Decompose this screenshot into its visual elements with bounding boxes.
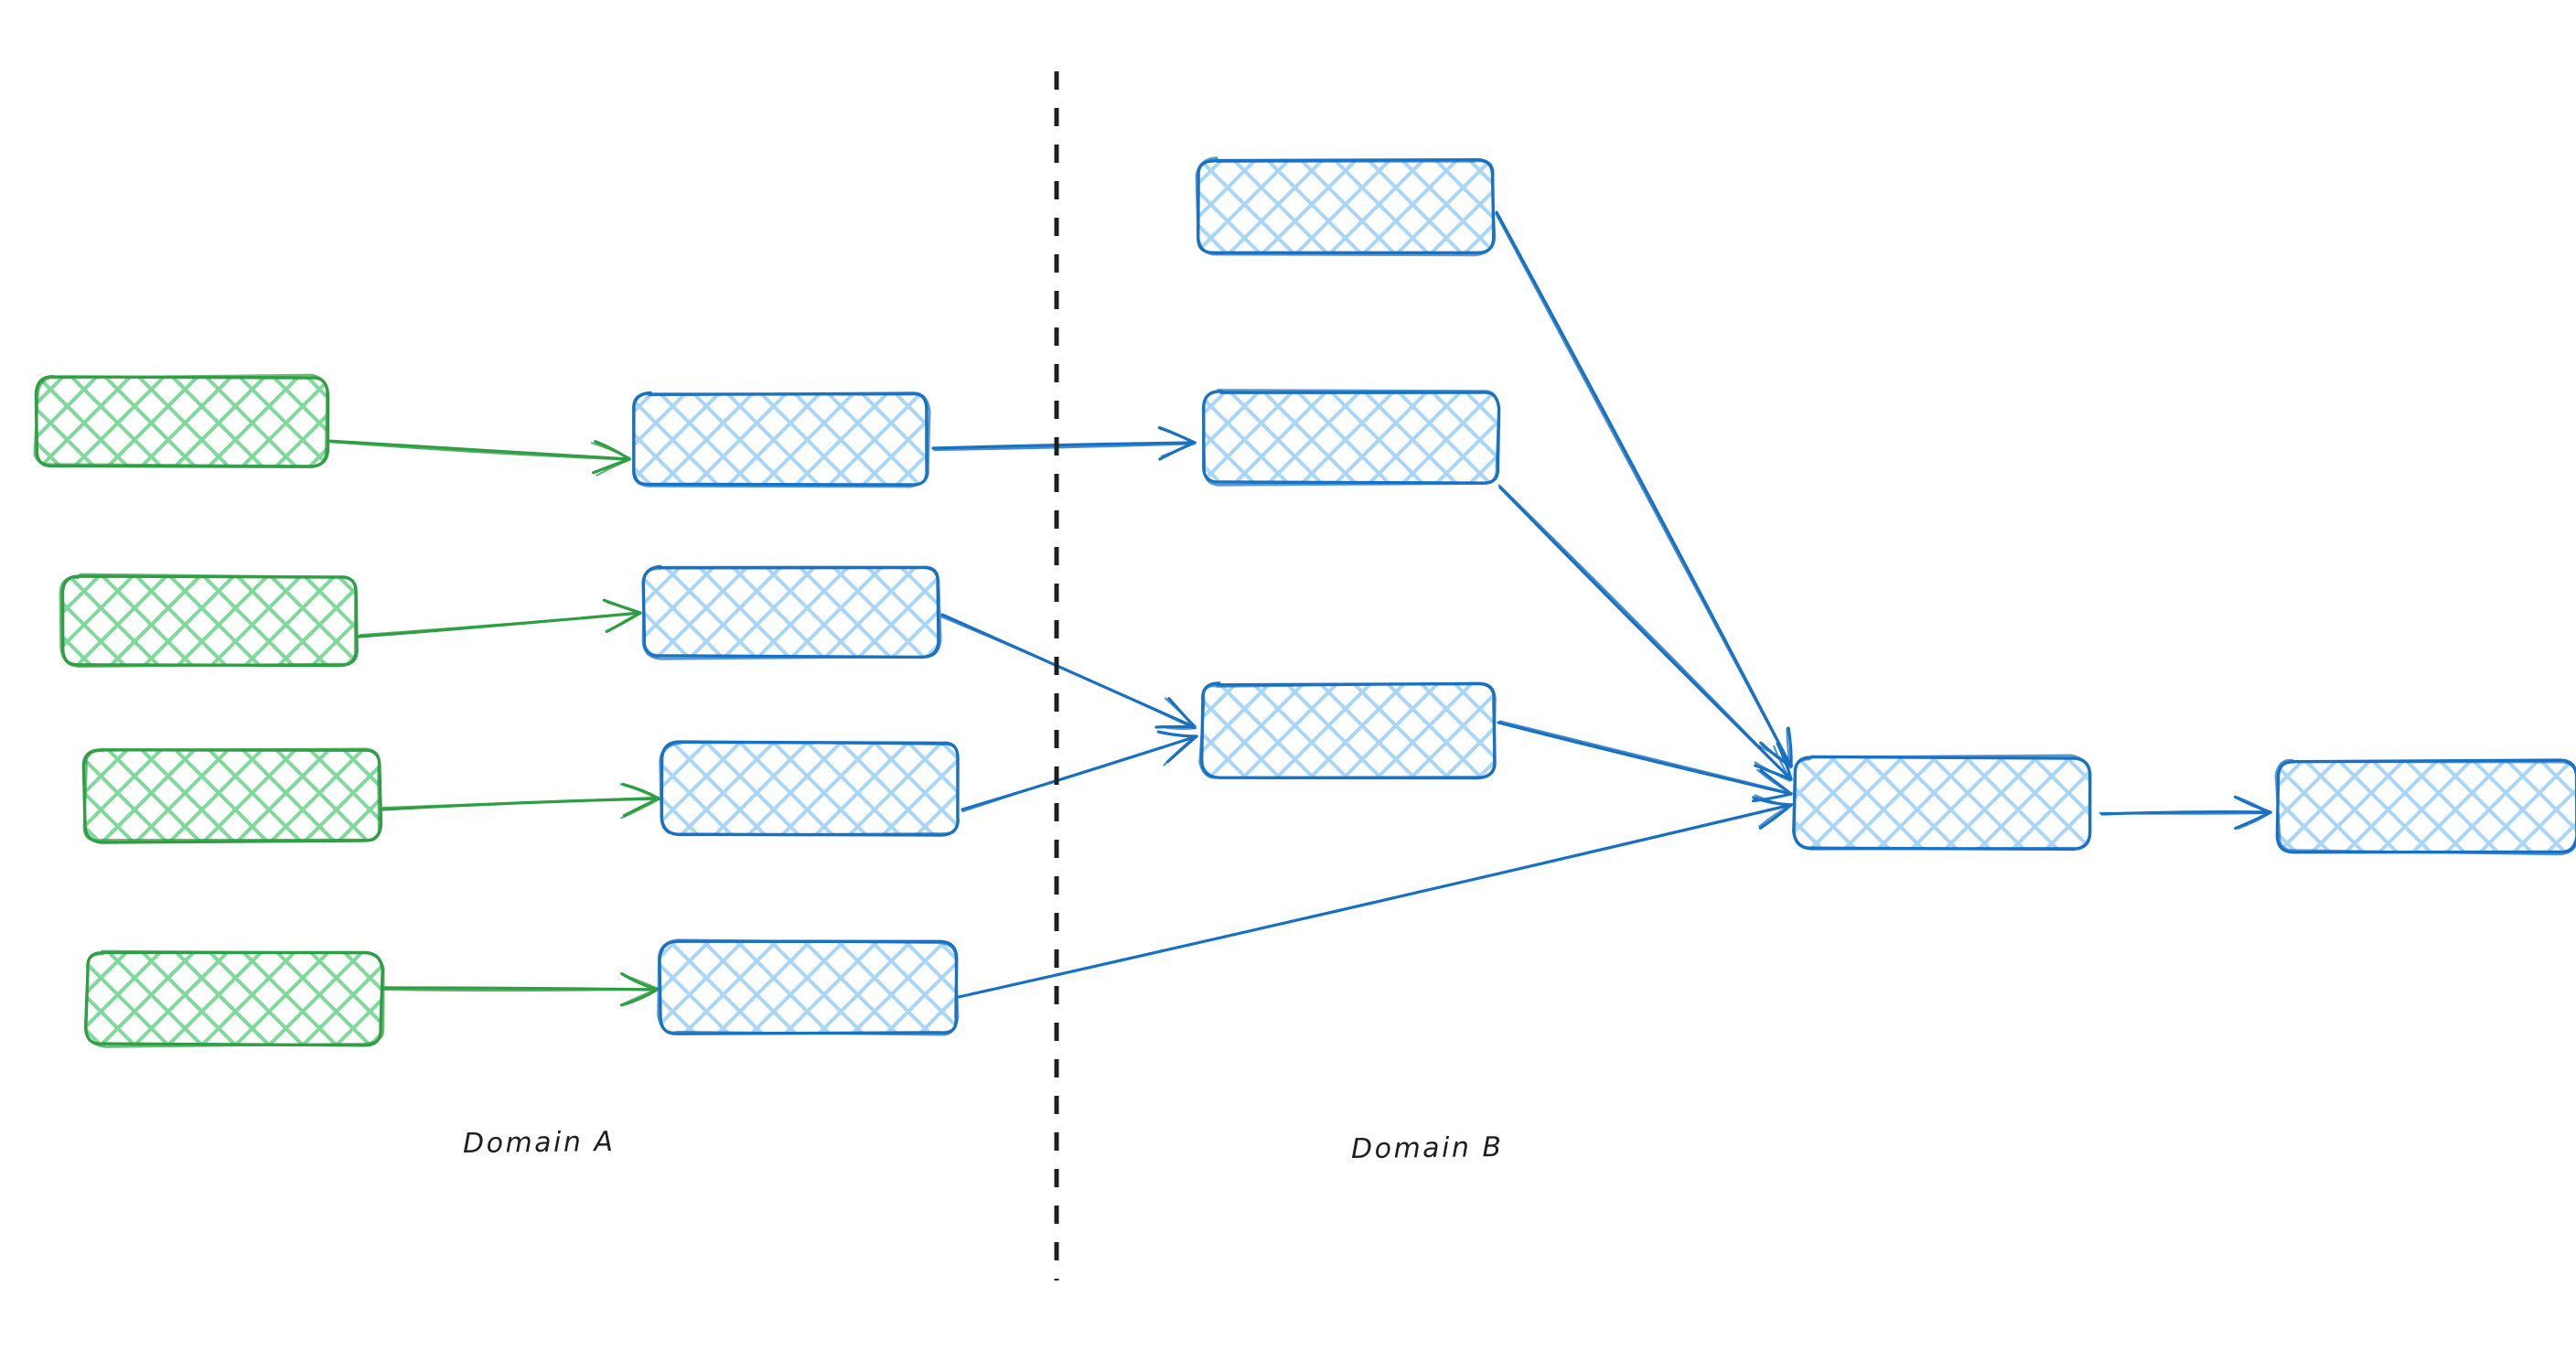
node-layer: [33, 156, 2576, 1048]
edge-shaft-echo: [940, 616, 1196, 730]
arrow-head: [1776, 742, 1793, 781]
node-outline: [641, 565, 942, 660]
arrow-head-echo: [608, 612, 641, 632]
node-outline: [2274, 758, 2576, 856]
edge-shaft: [1497, 721, 1793, 796]
arrow-head-echo: [2237, 812, 2270, 830]
arrow-head-echo: [1786, 727, 1791, 769]
edge-b1-c2: [931, 426, 1197, 461]
edge-a3-b3: [381, 782, 661, 820]
arrow-head-echo: [1163, 735, 1197, 766]
edge-a1-b1: [326, 439, 631, 477]
node-fill: [1203, 391, 1499, 484]
node-fill: [632, 392, 928, 486]
node-outline: [83, 949, 385, 1048]
node-outline: [1201, 389, 1500, 487]
node-b2[interactable]: [641, 564, 942, 660]
node-outline: [82, 747, 381, 842]
edge-c1-d1: [1495, 210, 1794, 769]
edge-shaft-echo: [359, 611, 641, 637]
edge-b2-c3: [940, 613, 1197, 730]
node-outline: [1793, 754, 2092, 851]
arrow-head-echo: [620, 798, 660, 820]
node-c1[interactable]: [1195, 156, 1497, 257]
arrow-head: [1787, 726, 1793, 768]
arrow-head-echo: [2236, 796, 2271, 814]
node-fill: [61, 576, 357, 666]
edge-shaft-echo: [933, 442, 1196, 452]
node-b3[interactable]: [659, 740, 960, 837]
node-outline: [631, 391, 931, 488]
arrow-head-echo: [622, 973, 659, 990]
edge-shaft-echo: [326, 440, 631, 461]
node-outline: [657, 938, 960, 1036]
edge-c3-d1: [1497, 720, 1793, 803]
node-c2[interactable]: [1201, 389, 1501, 487]
arrow-head-echo: [1165, 697, 1197, 727]
edge-a2-b2: [357, 598, 642, 638]
arrow-head-echo: [1159, 426, 1195, 445]
node-fill: [1201, 683, 1496, 778]
node-outline: [59, 573, 357, 668]
arrow-head-echo: [591, 442, 631, 459]
node-outline: [33, 373, 328, 467]
node-a2[interactable]: [59, 573, 359, 668]
node-fill: [661, 742, 959, 835]
arrow-head-echo: [596, 458, 630, 477]
arrow-head-echo: [1158, 725, 1197, 730]
node-fill: [36, 377, 328, 466]
arrow-head-echo: [1157, 731, 1197, 738]
node-fill: [1197, 159, 1494, 254]
edge-c2-d1: [1497, 484, 1793, 782]
edge-shaft-echo: [1498, 720, 1792, 795]
edge-layer: [326, 210, 2272, 1007]
arrow-head-echo: [620, 988, 659, 1006]
node-fill: [643, 567, 939, 658]
node-fill: [2277, 760, 2576, 853]
edge-shaft: [326, 439, 631, 461]
edge-shaft-echo: [1495, 212, 1793, 768]
edge-a4-b4: [382, 972, 660, 1007]
edge-b4-d1: [957, 794, 1794, 999]
node-fill: [86, 952, 381, 1045]
domain-b-label: Domain B: [1350, 1131, 1504, 1166]
domain-a-label: Domain A: [462, 1125, 616, 1161]
arrow-head: [2234, 810, 2272, 831]
node-a4[interactable]: [83, 949, 385, 1048]
node-e1[interactable]: [2274, 758, 2576, 856]
node-outline: [1198, 681, 1497, 779]
arrow-head-echo: [1773, 745, 1791, 780]
node-fill: [1795, 756, 2090, 850]
edge-shaft-echo: [2098, 811, 2271, 815]
edge-shaft-echo: [961, 735, 1198, 813]
node-b4[interactable]: [657, 938, 960, 1036]
node-fill: [660, 941, 958, 1034]
arrow-head-echo: [1756, 768, 1791, 794]
arrow-head: [1752, 796, 1793, 807]
node-b1[interactable]: [631, 391, 931, 488]
node-c3[interactable]: [1198, 681, 1497, 780]
edge-shaft-echo: [1497, 484, 1792, 780]
node-a3[interactable]: [81, 747, 383, 844]
arrow-head-echo: [1754, 761, 1791, 782]
edge-b3-c3: [961, 730, 1198, 813]
edge-shaft: [931, 441, 1197, 450]
node-d1[interactable]: [1792, 754, 2092, 851]
edge-shaft-echo: [382, 988, 660, 992]
node-a1[interactable]: [33, 373, 330, 468]
node-outline: [1195, 156, 1497, 257]
arrow-head-echo: [619, 783, 661, 801]
arrow-head-echo: [1754, 794, 1791, 808]
edge-shaft-echo: [381, 796, 660, 809]
edge-d1-e1: [2098, 795, 2272, 831]
node-fill: [83, 750, 381, 842]
arrow-head-echo: [606, 601, 642, 616]
edge-shaft-echo: [960, 803, 1793, 998]
node-outline: [659, 740, 960, 837]
